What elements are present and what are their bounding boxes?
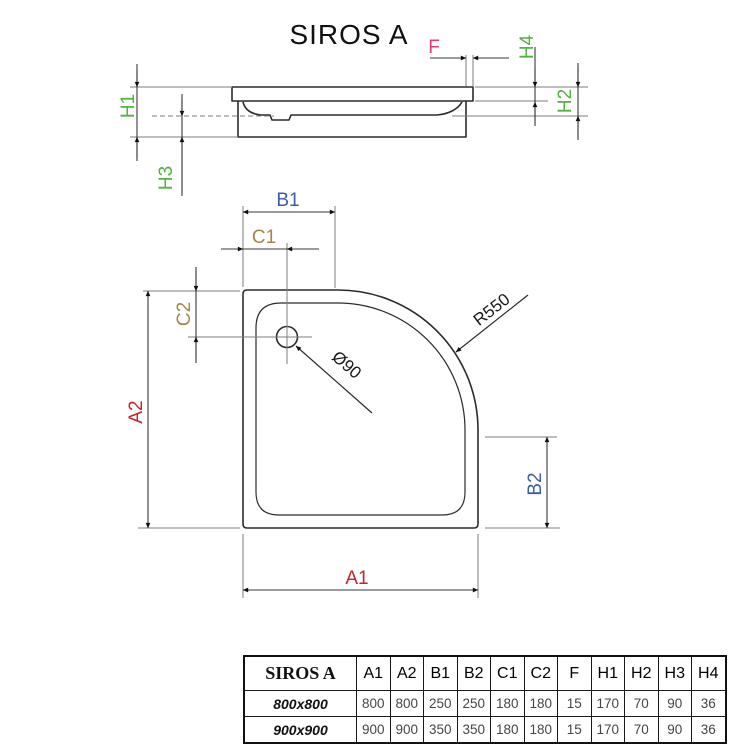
col-header-a1: A1: [356, 655, 391, 691]
col-header-h2: H2: [624, 655, 659, 691]
dim-label-h4: H4: [517, 34, 538, 59]
value-cell: 180: [523, 716, 558, 744]
dim-label-c1: C1: [252, 227, 276, 248]
plan-view-outline: [242, 289, 479, 529]
dim-label-b2: B2: [525, 472, 546, 495]
value-cell: 180: [490, 716, 525, 744]
value-cell: 800: [356, 690, 391, 717]
value-cell: 90: [657, 690, 692, 717]
elevation-dimension-lines: [134, 47, 581, 196]
value-cell: 900: [389, 716, 424, 744]
model-label: 900x900: [243, 716, 357, 744]
col-header-f: F: [557, 655, 592, 691]
dim-label-b1: B1: [276, 190, 299, 211]
dimensions-table: SIROS A A1 A2 B1 B2 C1 C2 F H1 H2 H3 H4 …: [243, 655, 727, 744]
tray-rim-profile: [231, 86, 474, 102]
value-cell: 15: [557, 690, 592, 717]
dim-label-h2: H2: [555, 89, 576, 113]
tray-basin-profile: [242, 101, 463, 121]
col-header-h1: H1: [590, 655, 625, 691]
table-header-row: SIROS A A1 A2 B1 B2 C1 C2 F H1 H2 H3 H4: [243, 655, 726, 691]
table-row-800x800: 800x800 800 800 250 250 180 180 15 170 7…: [243, 690, 726, 717]
col-header-h3: H3: [657, 655, 692, 691]
value-cell: 180: [523, 690, 558, 717]
value-cell: 800: [389, 690, 424, 717]
drain-diameter-label: Ø90: [328, 347, 365, 382]
drawing-title: SIROS A: [289, 19, 408, 50]
plan-dimension-labels: B1 C1 C2 A2 A1 B2 R550 Ø90: [126, 190, 546, 589]
value-cell: 36: [691, 716, 726, 744]
value-cell: 180: [490, 690, 525, 717]
value-cell: 250: [423, 690, 458, 717]
tray-outer-outline: [242, 289, 479, 529]
table-row-900x900: 900x900 900 900 350 350 180 180 15 170 7…: [243, 716, 726, 744]
value-cell: 350: [456, 716, 491, 744]
value-cell: 250: [456, 690, 491, 717]
value-cell: 350: [423, 716, 458, 744]
drain-leader-line: [295, 345, 373, 414]
table-product-name: SIROS A: [243, 655, 357, 691]
value-cell: 170: [590, 690, 625, 717]
value-cell: 170: [590, 716, 625, 744]
col-header-h4: H4: [691, 655, 726, 691]
value-cell: 15: [557, 716, 592, 744]
dim-label-h1: H1: [118, 94, 139, 118]
col-header-b1: B1: [423, 655, 458, 691]
col-header-b2: B2: [456, 655, 491, 691]
elevation-extension-lines: [130, 55, 588, 138]
value-cell: 70: [624, 690, 659, 717]
value-cell: 900: [356, 716, 391, 744]
elevation-dimension-labels: H1 H3 F H4 H2: [118, 34, 576, 190]
value-cell: 70: [624, 716, 659, 744]
value-cell: 36: [691, 690, 726, 717]
dim-label-c2: C2: [174, 302, 195, 326]
radius-leader-line: [455, 294, 529, 353]
dim-label-a1: A1: [345, 568, 368, 589]
tray-body-profile: [237, 101, 467, 138]
plan-extension-lines: [138, 206, 560, 598]
tray-inner-outline: [255, 302, 466, 516]
shower-tray-diagram: SIROS A H1 H3: [118, 19, 588, 598]
side-elevation-outline: [152, 86, 474, 138]
model-label: 800x800: [243, 690, 357, 717]
dim-label-a2: A2: [126, 400, 147, 423]
col-header-a2: A2: [389, 655, 424, 691]
dim-label-f: F: [428, 37, 440, 58]
col-header-c1: C1: [490, 655, 525, 691]
col-header-c2: C2: [523, 655, 558, 691]
plan-dimension-lines: [145, 209, 550, 593]
value-cell: 90: [657, 716, 692, 744]
dim-label-h3: H3: [156, 166, 177, 190]
